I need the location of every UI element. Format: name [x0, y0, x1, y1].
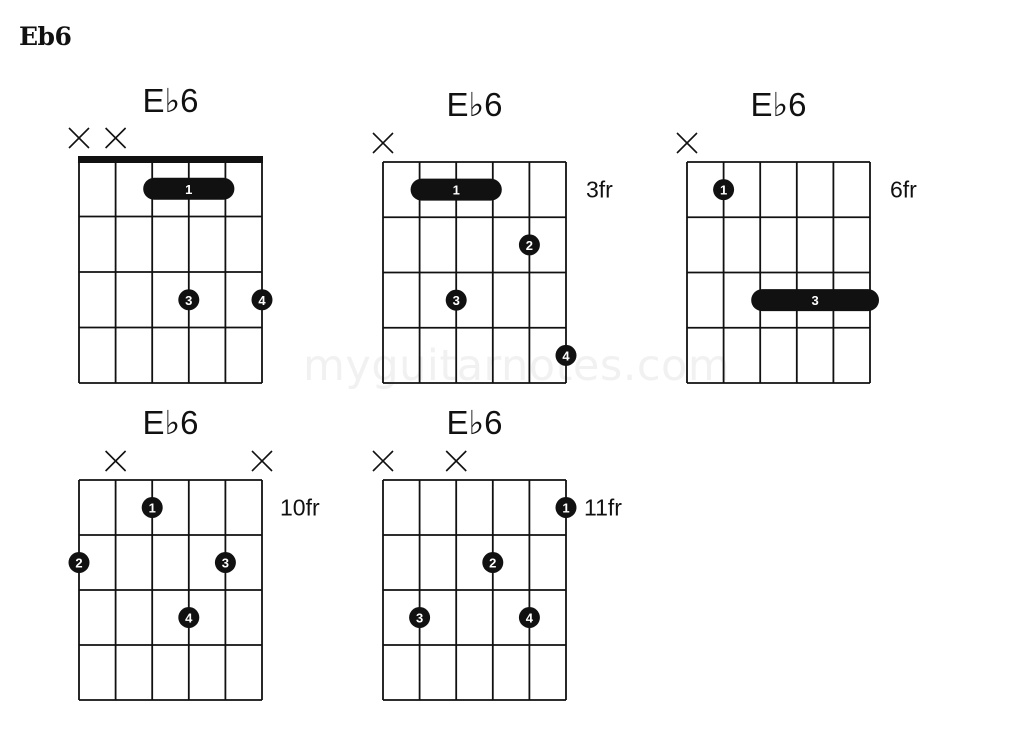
- finger-dot: 1: [555, 497, 577, 518]
- finger-number: 2: [526, 238, 533, 253]
- muted-string-x-icon: [372, 450, 394, 472]
- muted-string-x-icon: [105, 127, 127, 149]
- muted-string-x-icon: [676, 132, 698, 154]
- finger-number: 1: [149, 501, 156, 516]
- chord-diagram: E♭6 1 3 4: [68, 82, 273, 384]
- finger-number: 1: [720, 183, 727, 198]
- finger-number: 4: [562, 348, 570, 363]
- finger-number: 3: [185, 293, 192, 308]
- muted-string-x-icon: [445, 450, 467, 472]
- finger-dot: 4: [518, 607, 540, 628]
- finger-dot: 3: [214, 552, 236, 573]
- fret-position-label: 10fr: [280, 495, 320, 521]
- finger-number: 4: [185, 611, 193, 626]
- finger-number: 2: [75, 556, 82, 571]
- muted-string-x-icon: [105, 450, 127, 472]
- nut: [78, 156, 263, 163]
- finger-dot: 2: [68, 552, 90, 573]
- fret-position-label: 3fr: [586, 177, 613, 203]
- chord-title: E♭6: [447, 86, 503, 123]
- finger-number: 3: [811, 293, 818, 308]
- finger-dot: 1: [141, 497, 163, 518]
- chord-diagram: E♭6 11fr 1 2 3 4: [372, 404, 622, 701]
- barre: 3: [751, 289, 879, 312]
- fret-position-label: 11fr: [584, 495, 622, 521]
- finger-dot: 2: [518, 234, 540, 256]
- fret-position-label: 6fr: [890, 177, 917, 203]
- muted-string-x-icon: [68, 127, 90, 149]
- page-heading: Eb6: [19, 22, 72, 51]
- finger-number: 3: [453, 293, 460, 308]
- chord-title: E♭6: [143, 82, 199, 119]
- finger-dot: 4: [178, 607, 200, 628]
- chord-title: E♭6: [447, 404, 503, 441]
- finger-number: 1: [185, 182, 192, 197]
- finger-number: 2: [489, 556, 496, 571]
- finger-dot: 4: [555, 344, 577, 366]
- muted-string-x-icon: [372, 132, 394, 154]
- finger-dot: 1: [713, 179, 735, 201]
- barre: 1: [143, 177, 235, 200]
- finger-number: 1: [453, 183, 460, 198]
- chord-diagram: E♭6 10fr 1 2 3 4: [68, 404, 320, 701]
- finger-number: 3: [416, 611, 423, 626]
- muted-string-x-icon: [251, 450, 273, 472]
- finger-dot: 2: [482, 552, 504, 573]
- finger-number: 1: [562, 501, 569, 516]
- finger-dot: 3: [178, 289, 200, 311]
- finger-number: 4: [526, 611, 534, 626]
- finger-dot: 3: [445, 289, 467, 311]
- chord-title: E♭6: [751, 86, 807, 123]
- finger-dot: 4: [251, 289, 273, 311]
- chord-diagram: E♭6 6fr 3 1: [676, 86, 917, 384]
- chord-title: E♭6: [143, 404, 199, 441]
- finger-number: 4: [258, 293, 266, 308]
- finger-dot: 3: [409, 607, 431, 628]
- barre: 1: [410, 178, 502, 201]
- finger-number: 3: [222, 556, 229, 571]
- chord-diagram: E♭6 3fr 1 2 3 4: [372, 86, 613, 384]
